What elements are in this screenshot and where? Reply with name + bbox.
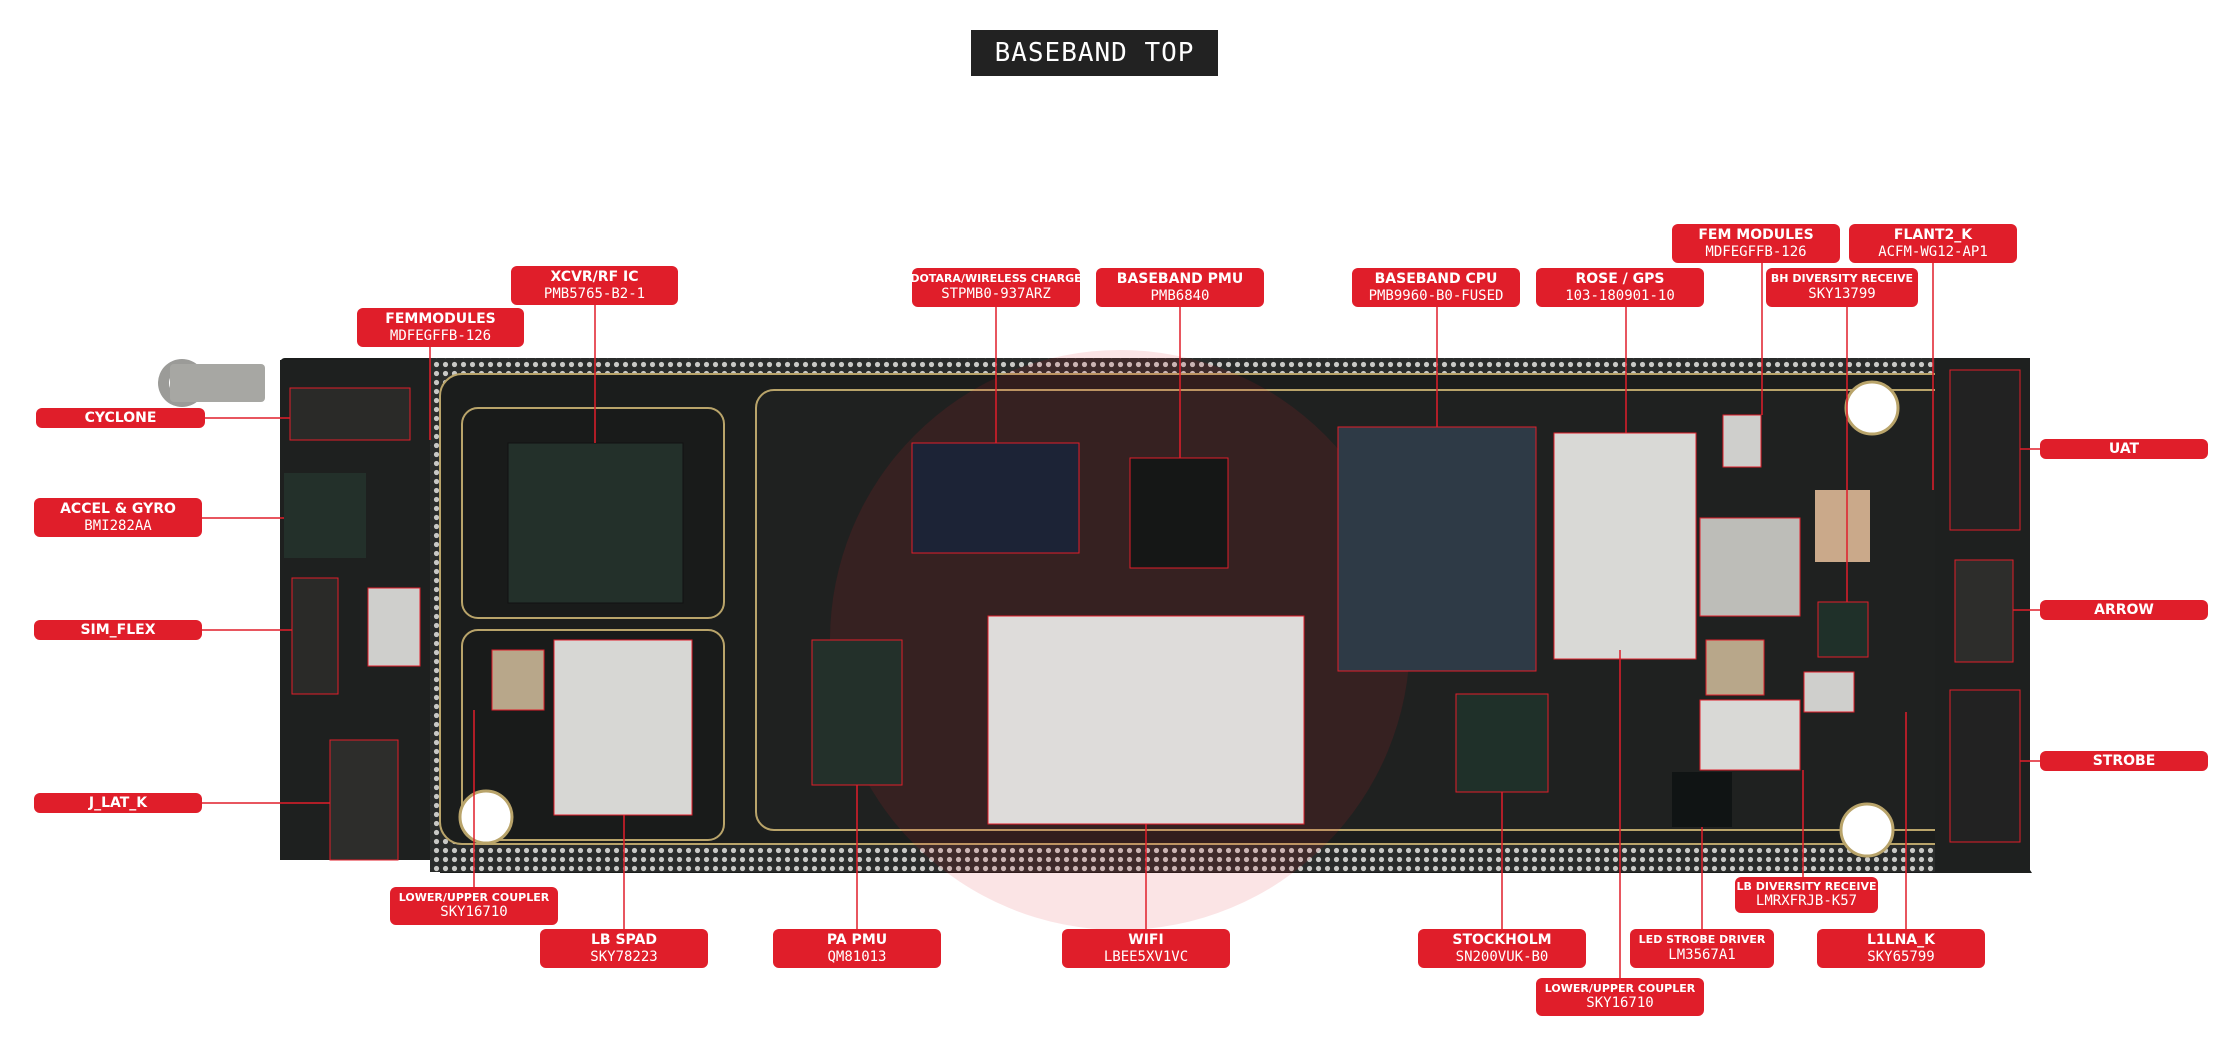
fem-right-chip-2 [1699, 517, 1801, 617]
strobe-connector [1949, 689, 2021, 843]
label-bh-diversity-name: BH DIVERSITY RECEIVE [1770, 272, 1914, 286]
label-wifi-name: WIFI [1128, 932, 1164, 949]
label-baseband-pmu-name: BASEBAND PMU [1116, 271, 1244, 288]
label-femmodules-left: FEMMODULES MDFEGFFB-126 [357, 308, 524, 347]
label-rose-gps-code: 103-180901-10 [1565, 287, 1675, 304]
label-coupler-right-code: SKY16710 [1586, 995, 1654, 1012]
label-stockholm-name: STOCKHOLM [1452, 932, 1552, 949]
label-coupler-left-code: SKY16710 [440, 904, 508, 921]
lb-diversity-chip [1699, 699, 1801, 771]
label-l1lna-name: L1LNA_K [1867, 932, 1935, 949]
label-pa-pmu: PA PMU QM81013 [773, 929, 941, 968]
label-cyclone-name: CYCLONE [84, 409, 157, 426]
label-strobe: STROBE [2040, 751, 2208, 771]
leader-lines [202, 263, 2040, 978]
label-pa-pmu-name: PA PMU [826, 932, 888, 949]
label-arrow-name: ARROW [2094, 601, 2154, 618]
label-fem-modules-right-name: FEM MODULES [1698, 227, 1814, 244]
flant2-chip [1815, 490, 1870, 562]
label-wifi-code: LBEE5XV1VC [1103, 948, 1189, 965]
lb-spad-chip [553, 639, 693, 816]
label-led-strobe-code: LM3567A1 [1668, 946, 1736, 963]
uat-connector [1949, 369, 2021, 531]
label-j-lat-k: J_LAT_K [34, 793, 202, 813]
label-uat: UAT [2040, 439, 2208, 459]
label-j-lat-k-name: J_LAT_K [88, 794, 148, 811]
femmodules-left-chip [367, 587, 421, 667]
xcvr-chip [507, 442, 684, 604]
label-accel-gyro-code: BMI282AA [84, 517, 152, 534]
label-stockholm-code: SN200VUK-B0 [1455, 948, 1549, 965]
coupler-left-chip [491, 649, 545, 711]
label-arrow: ARROW [2040, 600, 2208, 620]
label-xcvr-name: XCVR/RF IC [550, 269, 639, 286]
label-dotara-name: DOTARA/WIRELESS CHARGE [910, 272, 1082, 286]
label-femmodules-left-name: FEMMODULES [385, 311, 496, 328]
label-coupler-right: LOWER/UPPER COUPLER SKY16710 [1536, 978, 1704, 1016]
label-xcvr-code: PMB5765-B2-1 [543, 285, 646, 302]
diagram-title: BASEBAND TOP [971, 30, 1218, 76]
fem-right-chip [1722, 414, 1762, 468]
label-flant2-name: FLANT2_K [1893, 227, 1973, 244]
sim-flex-connector [291, 577, 339, 695]
label-flant2: FLANT2_K ACFM-WG12-AP1 [1849, 224, 2017, 263]
baseband-cpu-chip [1337, 426, 1537, 672]
label-bh-diversity: BH DIVERSITY RECEIVE SKY13799 [1766, 268, 1918, 307]
label-strobe-name: STROBE [2092, 752, 2156, 769]
stockholm-chip [1455, 693, 1549, 793]
label-baseband-pmu: BASEBAND PMU PMB6840 [1096, 268, 1264, 307]
l1lna-chip [1803, 671, 1855, 713]
j-lat-connector [329, 739, 399, 861]
label-lb-diversity-code: LMRXFRJB-K57 [1755, 893, 1858, 910]
label-l1lna: L1LNA_K SKY65799 [1817, 929, 1985, 968]
label-femmodules-left-code: MDFEGFFB-126 [389, 327, 492, 344]
coupler-right-chip [1705, 639, 1765, 696]
label-flant2-code: ACFM-WG12-AP1 [1878, 243, 1988, 260]
label-dotara-code: STPMB0-937ARZ [941, 285, 1051, 302]
arrow-connector [1954, 559, 2014, 663]
rose-gps-chip [1553, 432, 1697, 660]
label-accel-gyro-name: ACCEL & GYRO [60, 501, 176, 518]
label-fem-modules-right: FEM MODULES MDFEGFFB-126 [1672, 224, 1840, 263]
label-l1lna-code: SKY65799 [1867, 948, 1935, 965]
label-lb-spad: LB SPAD SKY78223 [540, 929, 708, 968]
wifi-chip [987, 615, 1305, 825]
dotara-chip [911, 442, 1080, 554]
label-accel-gyro: ACCEL & GYRO BMI282AA [34, 498, 202, 537]
label-uat-name: UAT [2108, 440, 2140, 457]
label-rose-gps-name: ROSE / GPS [1575, 271, 1665, 288]
accel-gyro-chip [284, 473, 366, 558]
baseband-pmu-chip [1129, 457, 1229, 569]
cyclone-chip [289, 387, 411, 441]
label-pa-pmu-code: QM81013 [827, 948, 887, 965]
label-stockholm: STOCKHOLM SN200VUK-B0 [1418, 929, 1586, 968]
label-rose-gps: ROSE / GPS 103-180901-10 [1536, 268, 1704, 307]
chips [284, 369, 2021, 861]
label-coupler-left-name: LOWER/UPPER COUPLER [398, 890, 550, 904]
label-sim-flex-name: SIM_FLEX [80, 621, 156, 638]
label-lb-diversity: LB DIVERSITY RECEIVE LMRXFRJB-K57 [1735, 877, 1878, 913]
label-lb-spad-code: SKY78223 [590, 948, 658, 965]
bh-diversity-chip [1817, 601, 1869, 658]
label-led-strobe-name: LED STROBE DRIVER [1638, 933, 1766, 947]
label-baseband-cpu-code: PMB9960-B0-FUSED [1368, 287, 1504, 304]
label-lb-spad-name: LB SPAD [591, 932, 657, 949]
label-led-strobe: LED STROBE DRIVER LM3567A1 [1630, 929, 1774, 968]
label-coupler-right-name: LOWER/UPPER COUPLER [1544, 981, 1696, 995]
label-dotara: DOTARA/WIRELESS CHARGE STPMB0-937ARZ [910, 268, 1082, 307]
label-lb-diversity-name: LB DIVERSITY RECEIVE [1736, 879, 1877, 893]
label-baseband-pmu-code: PMB6840 [1150, 287, 1210, 304]
led-strobe-chip [1672, 772, 1732, 827]
pa-pmu-chip [811, 639, 903, 786]
label-baseband-cpu: BASEBAND CPU PMB9960-B0-FUSED [1352, 268, 1520, 307]
label-fem-modules-right-code: MDFEGFFB-126 [1705, 243, 1807, 260]
label-cyclone: CYCLONE [36, 408, 205, 428]
label-wifi: WIFI LBEE5XV1VC [1062, 929, 1230, 968]
label-sim-flex: SIM_FLEX [34, 620, 202, 640]
label-baseband-cpu-name: BASEBAND CPU [1374, 271, 1498, 288]
label-xcvr: XCVR/RF IC PMB5765-B2-1 [511, 266, 678, 305]
label-bh-diversity-code: SKY13799 [1808, 285, 1876, 302]
label-coupler-left: LOWER/UPPER COUPLER SKY16710 [390, 887, 558, 925]
